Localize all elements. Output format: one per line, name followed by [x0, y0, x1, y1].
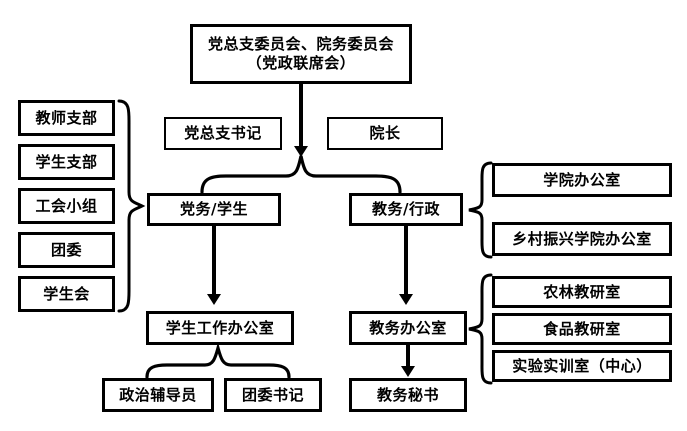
arrowhead-top-to-branches	[294, 146, 308, 157]
node-league-secretary: 团委书记	[224, 378, 322, 412]
node-right-food-teaching-room-label: 食品教研室	[543, 319, 621, 338]
node-branch-academic-admin-label: 教务/行政	[372, 200, 440, 219]
brace-branches-up	[198, 152, 404, 194]
node-right-agriculture-teaching-room-label: 农林教研室	[543, 282, 621, 301]
node-right-agriculture-teaching-room: 农林教研室	[492, 276, 672, 308]
node-political-counselor: 政治辅导员	[102, 378, 214, 412]
node-branch-party-student-label: 党务/学生	[180, 200, 248, 219]
arrowhead-academic-to-academic-office	[399, 294, 413, 305]
node-right-lab-training-center-label: 实验实训室（中心）	[512, 356, 652, 375]
node-academic-affairs-office-label: 教务办公室	[369, 318, 447, 337]
node-left-student-union: 学生会	[18, 276, 115, 312]
node-dean: 院长	[327, 117, 443, 150]
node-party-secretary-label: 党总支书记	[184, 124, 262, 143]
connector-top-to-branches	[299, 84, 303, 148]
node-left-teacher-branch: 教师支部	[18, 100, 115, 136]
arrowhead-party-to-student-office	[207, 294, 221, 305]
brace-right-group-upper	[466, 160, 494, 260]
node-left-union-group-label: 工会小组	[35, 196, 98, 215]
node-political-counselor-label: 政治辅导员	[119, 385, 197, 404]
brace-left-group	[116, 98, 146, 314]
node-top-committee-line2: （党政联席会）	[246, 54, 356, 72]
node-academic-secretary: 教务秘书	[349, 378, 467, 412]
node-left-student-union-label: 学生会	[43, 284, 90, 303]
node-left-youth-league-label: 团委	[50, 240, 82, 259]
node-right-rural-revitalization-office-label: 乡村振兴学院办公室	[512, 229, 652, 248]
node-left-union-group: 工会小组	[18, 188, 115, 224]
node-right-food-teaching-room: 食品教研室	[492, 313, 672, 345]
node-academic-affairs-office: 教务办公室	[349, 311, 467, 345]
node-left-teacher-branch-label: 教师支部	[35, 108, 98, 127]
brace-student-office-children	[143, 345, 295, 379]
node-party-secretary: 党总支书记	[164, 117, 282, 150]
node-branch-party-student: 党务/学生	[147, 193, 281, 226]
node-top-committee: 党总支委员会、院务委员会 （党政联席会）	[190, 24, 412, 84]
node-top-committee-line1: 党总支委员会、院务委员会	[207, 35, 394, 54]
brace-right-group-lower	[466, 272, 494, 386]
node-dean-label: 院长	[369, 124, 401, 143]
node-right-college-office: 学院办公室	[492, 163, 672, 197]
connector-academic-to-academic-office	[404, 226, 408, 298]
node-student-work-office-label: 学生工作办公室	[165, 318, 275, 337]
connector-academic-office-to-secretary	[406, 345, 410, 369]
node-left-youth-league: 团委	[18, 232, 115, 268]
connector-party-to-student-office	[212, 226, 216, 298]
node-student-work-office: 学生工作办公室	[146, 311, 294, 345]
node-left-student-branch: 学生支部	[18, 144, 115, 180]
arrowhead-academic-office-to-secretary	[401, 366, 415, 377]
node-right-rural-revitalization-office: 乡村振兴学院办公室	[492, 222, 672, 256]
node-left-student-branch-label: 学生支部	[35, 152, 98, 171]
node-league-secretary-label: 团委书记	[241, 385, 304, 404]
node-branch-academic-admin: 教务/行政	[349, 193, 463, 226]
node-right-lab-training-center: 实验实训室（中心）	[492, 350, 672, 382]
node-right-college-office-label: 学院办公室	[543, 170, 621, 189]
node-academic-secretary-label: 教务秘书	[376, 385, 439, 404]
